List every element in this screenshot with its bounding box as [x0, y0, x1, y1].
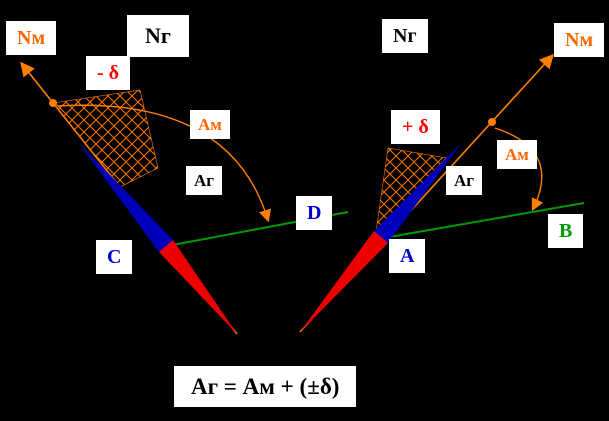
label-point-a: A [389, 239, 426, 273]
declination-angle-hatch-left [52, 89, 159, 188]
compass-needle-left-red [159, 240, 237, 334]
label-magnetic-north-right: Nм [554, 23, 605, 57]
label-true-azimuth-left: Aг [186, 166, 222, 195]
direction-line-ab [371, 202, 585, 241]
label-plus-declination: + δ [391, 110, 440, 144]
label-minus-declination: - δ [86, 56, 131, 90]
label-true-north-right: Nг [382, 19, 428, 53]
label-magnetic-azimuth-left: Aм [190, 110, 230, 139]
label-point-b: B [548, 214, 584, 248]
label-magnetic-azimuth-right: Aм [497, 140, 537, 169]
meridian-point-left [49, 99, 57, 107]
compass-needle-right-blue [374, 142, 462, 243]
label-true-north-left: Nг [127, 15, 189, 57]
meridian-point-right [488, 118, 496, 126]
label-point-d: D [296, 196, 333, 230]
label-magnetic-north-left: Nм [6, 21, 57, 55]
compass-needle-left-blue [78, 142, 173, 252]
compass-needle-right-red [300, 231, 388, 332]
label-point-c: C [96, 240, 133, 274]
azimuth-formula: Aг = Aм + (±δ) [174, 366, 357, 407]
azimuth-arc-right [494, 127, 544, 212]
label-true-azimuth-right: Aг [446, 166, 482, 195]
